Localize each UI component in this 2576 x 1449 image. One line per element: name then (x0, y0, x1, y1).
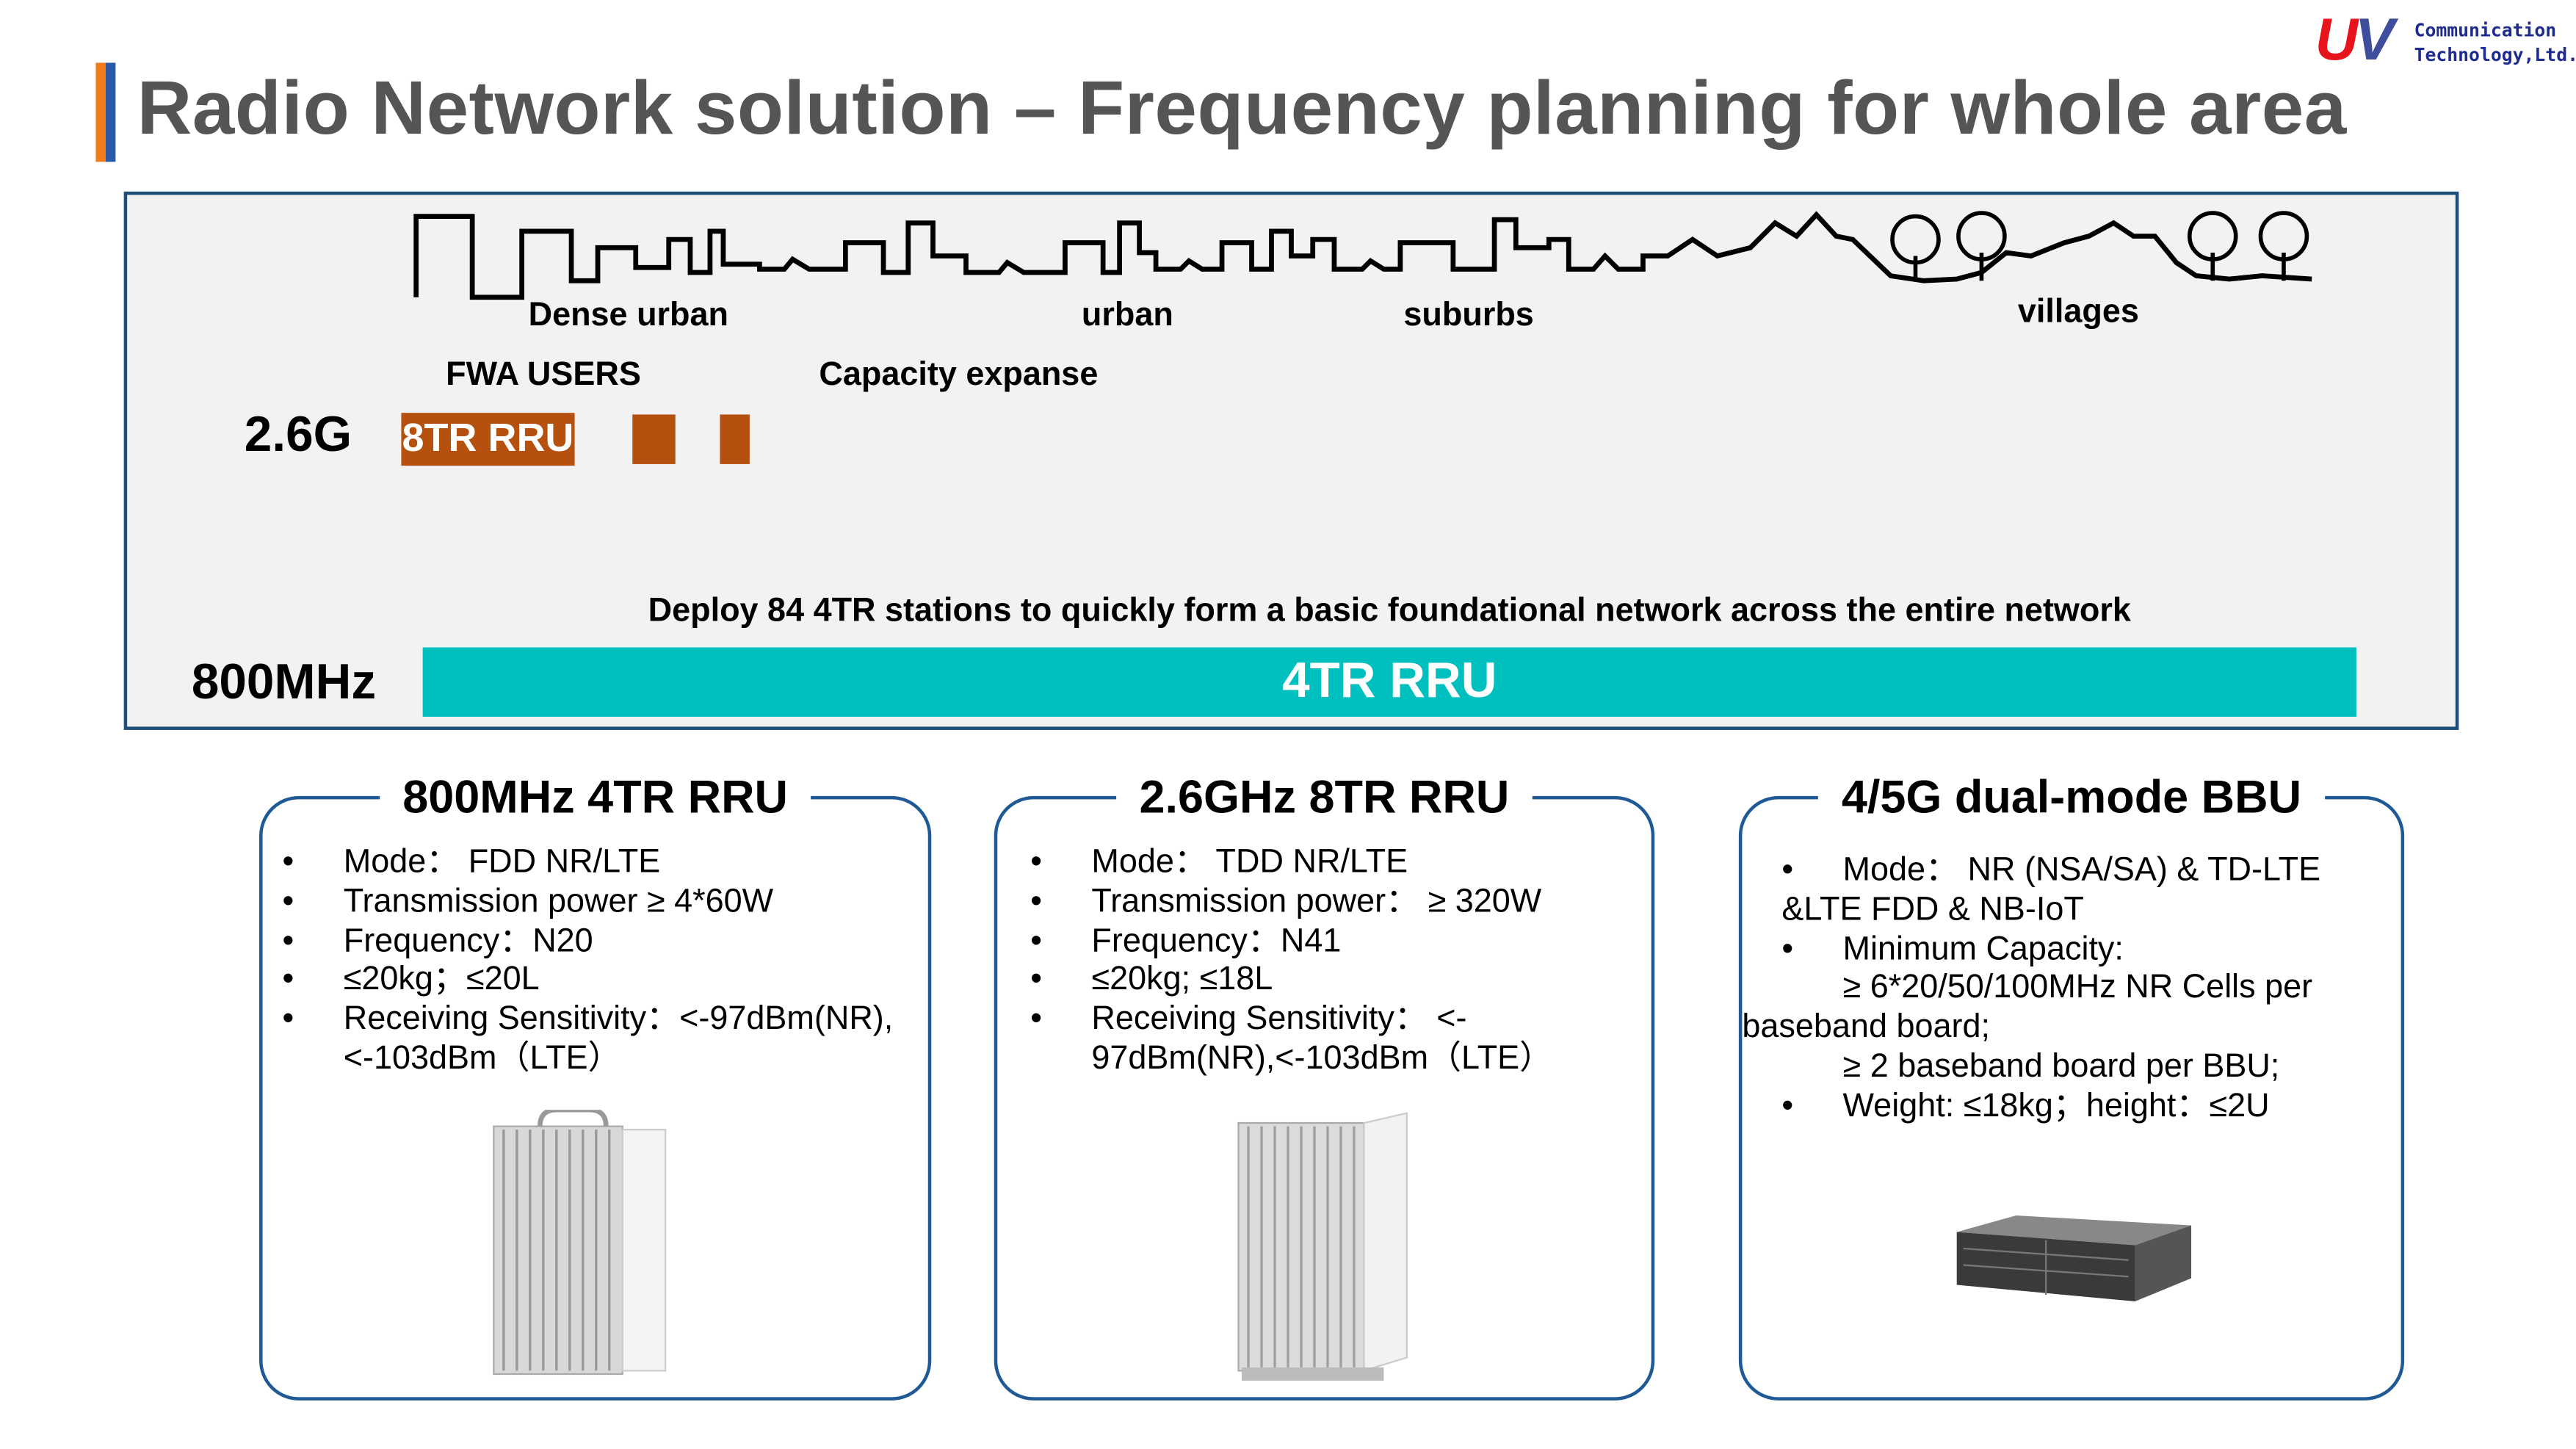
spec-line: Mode： FDD NR/LTE (283, 844, 894, 884)
spec-line: Transmission power ≥ 4*60W (283, 884, 894, 923)
card-26ghz-8tr-rru: 2.6GHz 8TR RRU Mode： TDD NR/LTE Transmis… (994, 771, 1655, 1401)
spec-line: Receiving Sensitivity： <- (1030, 1001, 1552, 1041)
rru-8tr-device-image (1237, 1112, 1408, 1381)
band-800-label: 800MHz (191, 655, 377, 710)
area-label-urban: urban (1081, 297, 1173, 334)
spec-line: ≤20kg；≤20L (283, 962, 894, 1002)
spec-line: Mode： TDD NR/LTE (1030, 844, 1552, 884)
title-accent-bar (95, 62, 116, 162)
rru-8tr-small-block (632, 414, 676, 464)
fwa-users-label: FWA USERS (446, 356, 641, 394)
spec-line: Receiving Sensitivity：<-97dBm(NR), (283, 1001, 894, 1041)
rru-4tr-device-image (493, 1110, 667, 1376)
band-26g-label: 2.6G (244, 408, 352, 463)
logo-u: U (2315, 4, 2359, 73)
spec-line: Minimum Capacity: (1781, 931, 2320, 970)
bbu-device-image (1956, 1215, 2192, 1301)
spec-line: ≥ 2 baseband board per BBU; (1842, 1048, 2280, 1085)
spec-line: <-103dBm（LTE） (343, 1040, 621, 1077)
rru-8tr-small-block (720, 414, 750, 464)
spec-line: Weight: ≤18kg；height：≤2U (1781, 1088, 2320, 1127)
spec-line: ≥ 6*20/50/100MHz NR Cells per (1842, 969, 2313, 1007)
rru-4tr-bar: 4TR RRU (422, 647, 2356, 717)
spec-line: Transmission power： ≥ 320W (1030, 884, 1552, 923)
spec-line: baseband board; (1742, 1009, 1990, 1046)
skyline-illustration (413, 211, 2312, 300)
deploy-note: Deploy 84 4TR stations to quickly form a… (648, 593, 2131, 629)
spec-line: Frequency：N41 (1030, 922, 1552, 962)
card-title: 4/5G dual-mode BBU (1818, 771, 2325, 823)
logo-v: V (2354, 4, 2395, 73)
logo-text-2: Technology,Ltd. (2414, 44, 2576, 66)
capacity-label: Capacity expanse (819, 356, 1099, 394)
spec-line: 97dBm(NR),<-103dBm（LTE） (1091, 1040, 1553, 1077)
tree-icons (1890, 211, 2309, 281)
card-800mhz-4tr-rru: 800MHz 4TR RRU Mode： FDD NR/LTE Transmis… (259, 771, 932, 1401)
rru-8tr-block: 8TR RRU (401, 413, 575, 466)
area-label-suburbs: suburbs (1403, 297, 1534, 334)
spec-line: Mode： NR (NSA/SA) & TD-LTE (1781, 852, 2320, 892)
card-dual-mode-bbu: 4/5G dual-mode BBU Mode： NR (NSA/SA) & T… (1738, 771, 2405, 1401)
page-title: Radio Network solution – Frequency plann… (137, 64, 2347, 151)
spec-line: ≤20kg; ≤18L (1030, 962, 1552, 1002)
area-label-villages: villages (2017, 294, 2139, 330)
logo-text-1: Communication (2414, 19, 2557, 42)
area-label-dense-urban: Dense urban (528, 297, 729, 334)
card-title: 2.6GHz 8TR RRU (1116, 771, 1533, 823)
spec-line: &LTE FDD & NB-IoT (1781, 891, 2084, 928)
spec-line: Frequency：N20 (283, 922, 894, 962)
card-title: 800MHz 4TR RRU (379, 771, 811, 823)
